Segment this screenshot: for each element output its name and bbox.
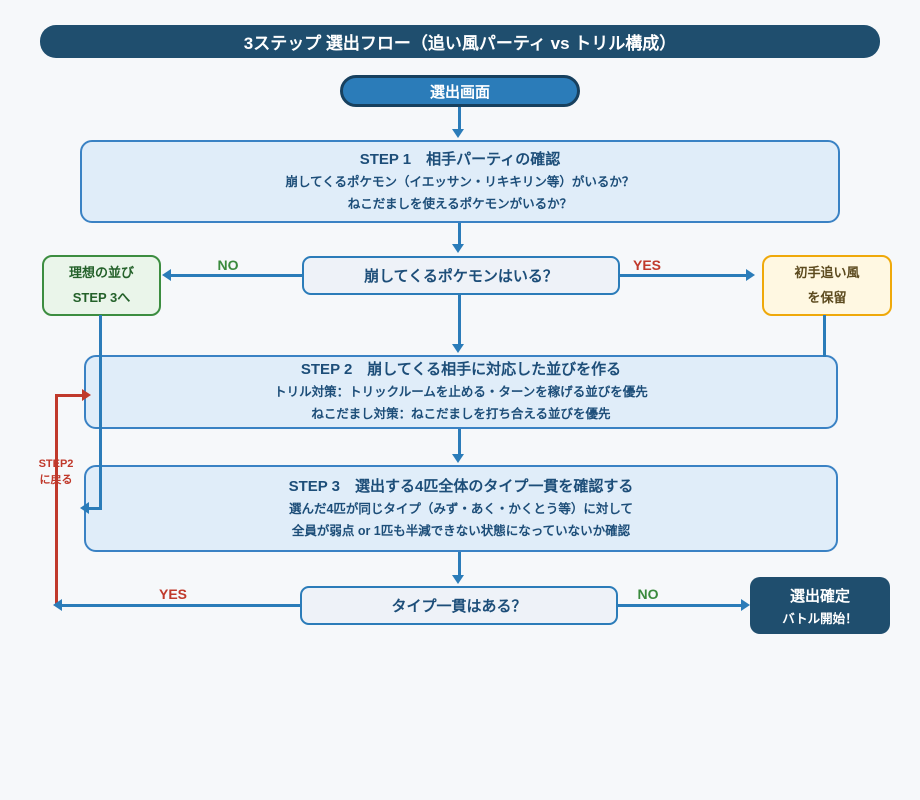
connector-ideal-step3-horizontal bbox=[88, 507, 102, 510]
decision2-label: タイプ一貫はある？ bbox=[391, 598, 527, 615]
loopback-red-vertical bbox=[55, 394, 58, 606]
connector-decision1-step2 bbox=[458, 295, 461, 345]
connector-decision1-ideal bbox=[171, 274, 302, 277]
step3-line2: 全員が弱点 or 1匹も半減できない状態になっていないか確認 bbox=[291, 523, 631, 538]
arrowhead-decision2-final bbox=[741, 599, 750, 611]
decision2-no-label: NO bbox=[637, 586, 659, 602]
back-to-step2-label: STEP2 に戻る bbox=[28, 457, 84, 489]
decision1-no-label: NO bbox=[217, 257, 239, 273]
step2-line1: トリル対策：トリックルームを止める・ターンを稼げる並びを優先 bbox=[274, 385, 648, 400]
step1-node: STEP 1 相手パーティの確認 崩してくるポケモン（イエッサン・リキキリン等）… bbox=[80, 140, 840, 223]
back-to-step2-line2: に戻る bbox=[39, 473, 73, 486]
connector-decision2-final bbox=[618, 604, 742, 607]
arrowhead-loopback-step2 bbox=[82, 389, 91, 401]
step1-line2: ねこだましを使えるポケモンがいるか？ bbox=[347, 196, 573, 211]
ideal-lineup-line2: STEP 3へ bbox=[72, 289, 131, 305]
arrowhead-decision1-ideal bbox=[162, 269, 171, 281]
loopback-red-horizontal bbox=[55, 394, 84, 397]
final-line2: バトル開始！ bbox=[782, 611, 858, 626]
arrowhead-step2-step3 bbox=[452, 454, 464, 463]
final-node: 選出確定 バトル開始！ bbox=[750, 577, 890, 634]
decision1-label: 崩してくるポケモンはいる？ bbox=[364, 268, 558, 285]
arrowhead-decision1-step2 bbox=[452, 344, 464, 353]
hold-tailwind-line1: 初手追い風 bbox=[794, 264, 860, 280]
decision1-node: 崩してくるポケモンはいる？ bbox=[302, 256, 620, 295]
arrowhead-start-step1 bbox=[452, 129, 464, 138]
step1-line1: 崩してくるポケモン（イエッサン・リキキリン等）がいるか？ bbox=[285, 174, 635, 189]
connector-decision1-hold bbox=[620, 274, 747, 277]
final-line1: 選出確定 bbox=[789, 587, 850, 605]
arrowhead-ideal-step3 bbox=[80, 502, 89, 514]
arrowhead-decision2-loopback bbox=[53, 599, 62, 611]
connector-ideal-step3-vertical bbox=[99, 315, 102, 510]
step3-title: STEP 3 選出する4匹全体のタイプ一貫を確認する bbox=[288, 477, 634, 495]
step3-line1: 選んだ4匹が同じタイプ（みず・あく・かくとう等）に対して bbox=[288, 501, 634, 516]
step1-title: STEP 1 相手パーティの確認 bbox=[359, 150, 561, 168]
arrowhead-step3-decision2 bbox=[452, 575, 464, 584]
decision2-node: タイプ一貫はある？ bbox=[300, 586, 618, 625]
diagram-title: 3ステップ 選出フロー（追い風パーティ vs トリル構成） bbox=[40, 25, 880, 58]
decision1-yes-label: YES bbox=[632, 257, 661, 273]
step2-title: STEP 2 崩してくる相手に対応した並びを作る bbox=[300, 361, 622, 379]
arrowhead-decision1-hold bbox=[746, 269, 755, 281]
back-to-step2-line1: STEP2 bbox=[38, 458, 74, 470]
connector-hold-step2 bbox=[823, 315, 826, 357]
decision2-yes-label: YES bbox=[158, 586, 187, 602]
connector-step3-decision2 bbox=[458, 552, 461, 576]
step2-line2: ねこだまし対策：ねこだましを打ち合える並びを優先 bbox=[311, 407, 611, 421]
connector-step1-decision1 bbox=[458, 223, 461, 245]
hold-tailwind-line2: を保留 bbox=[807, 289, 847, 305]
ideal-lineup-node: 理想の並び STEP 3へ bbox=[42, 255, 161, 316]
hold-tailwind-node: 初手追い風 を保留 bbox=[762, 255, 892, 316]
ideal-lineup-line1: 理想の並び bbox=[68, 264, 134, 280]
connector-step2-step3 bbox=[458, 429, 461, 455]
step3-node: STEP 3 選出する4匹全体のタイプ一貫を確認する 選んだ4匹が同じタイプ（み… bbox=[84, 465, 838, 552]
step2-node: STEP 2 崩してくる相手に対応した並びを作る トリル対策：トリックルームを止… bbox=[84, 355, 838, 429]
connector-start-step1 bbox=[458, 107, 461, 131]
arrowhead-step1-decision1 bbox=[452, 244, 464, 253]
start-node: 選出画面 bbox=[340, 75, 580, 107]
connector-decision2-loopback bbox=[62, 604, 300, 607]
